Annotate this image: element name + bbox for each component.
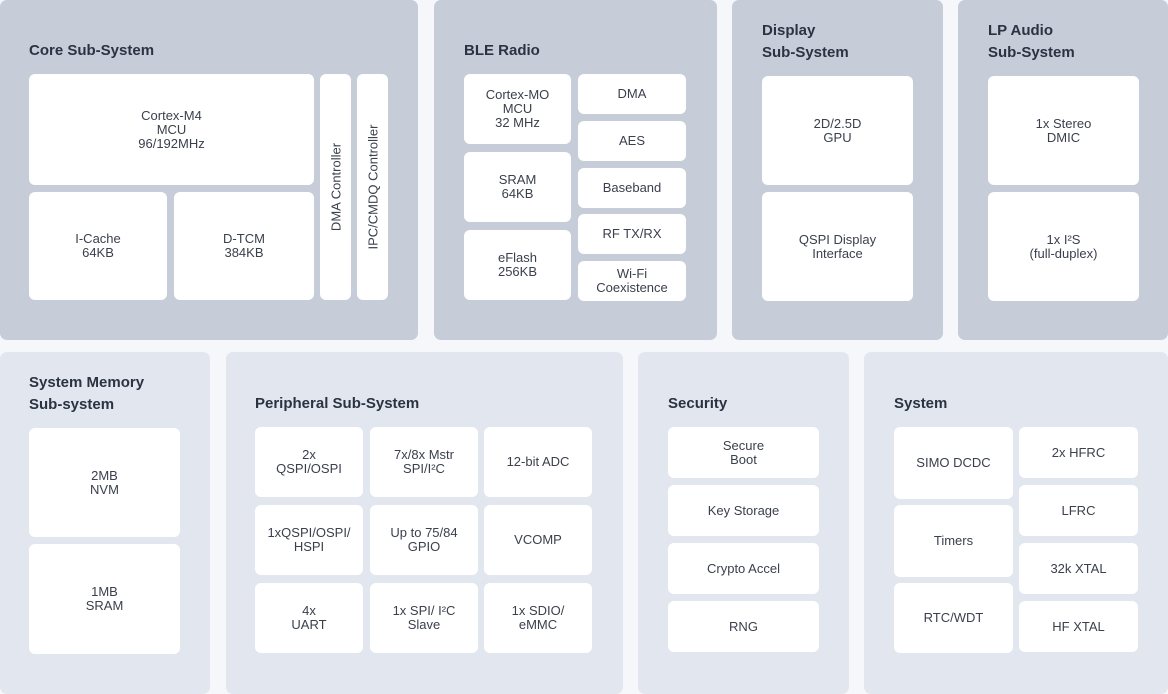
- ble-eflash-box: eFlash 256KB: [464, 230, 571, 300]
- hfrc-box: 2x HFRC: [1019, 427, 1138, 478]
- adc-box: 12-bit ADC: [484, 427, 592, 497]
- crypto-accel-box: Crypto Accel: [668, 543, 819, 594]
- peripheral-subsystem-panel: Peripheral Sub-System 2x QSPI/OSPI 7x/8x…: [226, 352, 623, 694]
- simo-dcdc-box: SIMO DCDC: [894, 427, 1013, 499]
- security-panel: Security Secure Boot Key Storage Crypto …: [638, 352, 849, 694]
- hspi-box: 1xQSPI/OSPI/ HSPI: [255, 505, 363, 575]
- ble-baseband-box: Baseband: [578, 168, 686, 208]
- dma-controller-box: DMA Controller: [320, 74, 351, 300]
- ipc-controller-label: IPC/CMDQ Controller: [365, 124, 380, 250]
- qspi-ospi-box: 2x QSPI/OSPI: [255, 427, 363, 497]
- i2s-box: 1x I²S (full-duplex): [988, 192, 1139, 301]
- dma-controller-label: DMA Controller: [328, 142, 343, 232]
- display-subsystem-title: Display Sub-System: [762, 22, 849, 61]
- ble-sram-box: SRAM 64KB: [464, 152, 571, 222]
- rtc-wdt-box: RTC/WDT: [894, 583, 1013, 653]
- key-storage-box: Key Storage: [668, 485, 819, 536]
- dtcm-box: D-TCM 384KB: [174, 192, 314, 300]
- gpu-box: 2D/2.5D GPU: [762, 76, 913, 185]
- system-panel: System SIMO DCDC Timers RTC/WDT 2x HFRC …: [864, 352, 1168, 694]
- uart-box: 4x UART: [255, 583, 363, 653]
- hf-xtal-box: HF XTAL: [1019, 601, 1138, 652]
- memory-subsystem-title: System Memory Sub-system: [29, 374, 145, 413]
- dmic-box: 1x Stereo DMIC: [988, 76, 1139, 185]
- sdio-box: 1x SDIO/ eMMC: [484, 583, 592, 653]
- secure-boot-box: Secure Boot: [668, 427, 819, 478]
- peripheral-subsystem-title: Peripheral Sub-System: [255, 395, 420, 412]
- vcomp-box: VCOMP: [484, 505, 592, 575]
- ipc-controller-box: IPC/CMDQ Controller: [357, 74, 388, 300]
- core-cpu-box: Cortex-M4 MCU 96/192MHz: [29, 74, 314, 185]
- security-title: Security: [668, 395, 728, 412]
- gpio-box: Up to 75/84 GPIO: [370, 505, 478, 575]
- ble-radio-panel: BLE Radio Cortex-MO MCU 32 MHz SRAM 64KB…: [434, 0, 717, 340]
- core-subsystem-panel: Core Sub-System Cortex-M4 MCU 96/192MHz …: [0, 0, 418, 340]
- spi-i2c-slave-box: 1x SPI/ I²C Slave: [370, 583, 478, 653]
- ble-rf-box: RF TX/RX: [578, 214, 686, 254]
- ble-dma-box: DMA: [578, 74, 686, 114]
- sram-box: 1MB SRAM: [29, 544, 180, 654]
- ble-cpu-box: Cortex-MO MCU 32 MHz: [464, 74, 571, 144]
- timers-box: Timers: [894, 505, 1013, 577]
- nvm-box: 2MB NVM: [29, 428, 180, 537]
- core-subsystem-title: Core Sub-System: [29, 42, 155, 59]
- audio-subsystem-title: LP Audio Sub-System: [988, 22, 1075, 61]
- icache-box: I-Cache 64KB: [29, 192, 167, 300]
- ble-aes-box: AES: [578, 121, 686, 161]
- qspi-display-box: QSPI Display Interface: [762, 192, 913, 301]
- spi-i2c-master-box: 7x/8x Mstr SPI/I²C: [370, 427, 478, 497]
- audio-subsystem-panel: LP Audio Sub-System 1x Stereo DMIC 1x I²…: [958, 0, 1168, 340]
- xtal-32k-box: 32k XTAL: [1019, 543, 1138, 594]
- rng-box: RNG: [668, 601, 819, 652]
- system-title: System: [894, 395, 948, 412]
- ble-wifi-box: Wi-Fi Coexistence: [578, 261, 686, 301]
- ble-radio-title: BLE Radio: [464, 42, 540, 59]
- lfrc-box: LFRC: [1019, 485, 1138, 536]
- display-subsystem-panel: Display Sub-System 2D/2.5D GPU QSPI Disp…: [732, 0, 943, 340]
- memory-subsystem-panel: System Memory Sub-system 2MB NVM 1MB SRA…: [0, 352, 210, 694]
